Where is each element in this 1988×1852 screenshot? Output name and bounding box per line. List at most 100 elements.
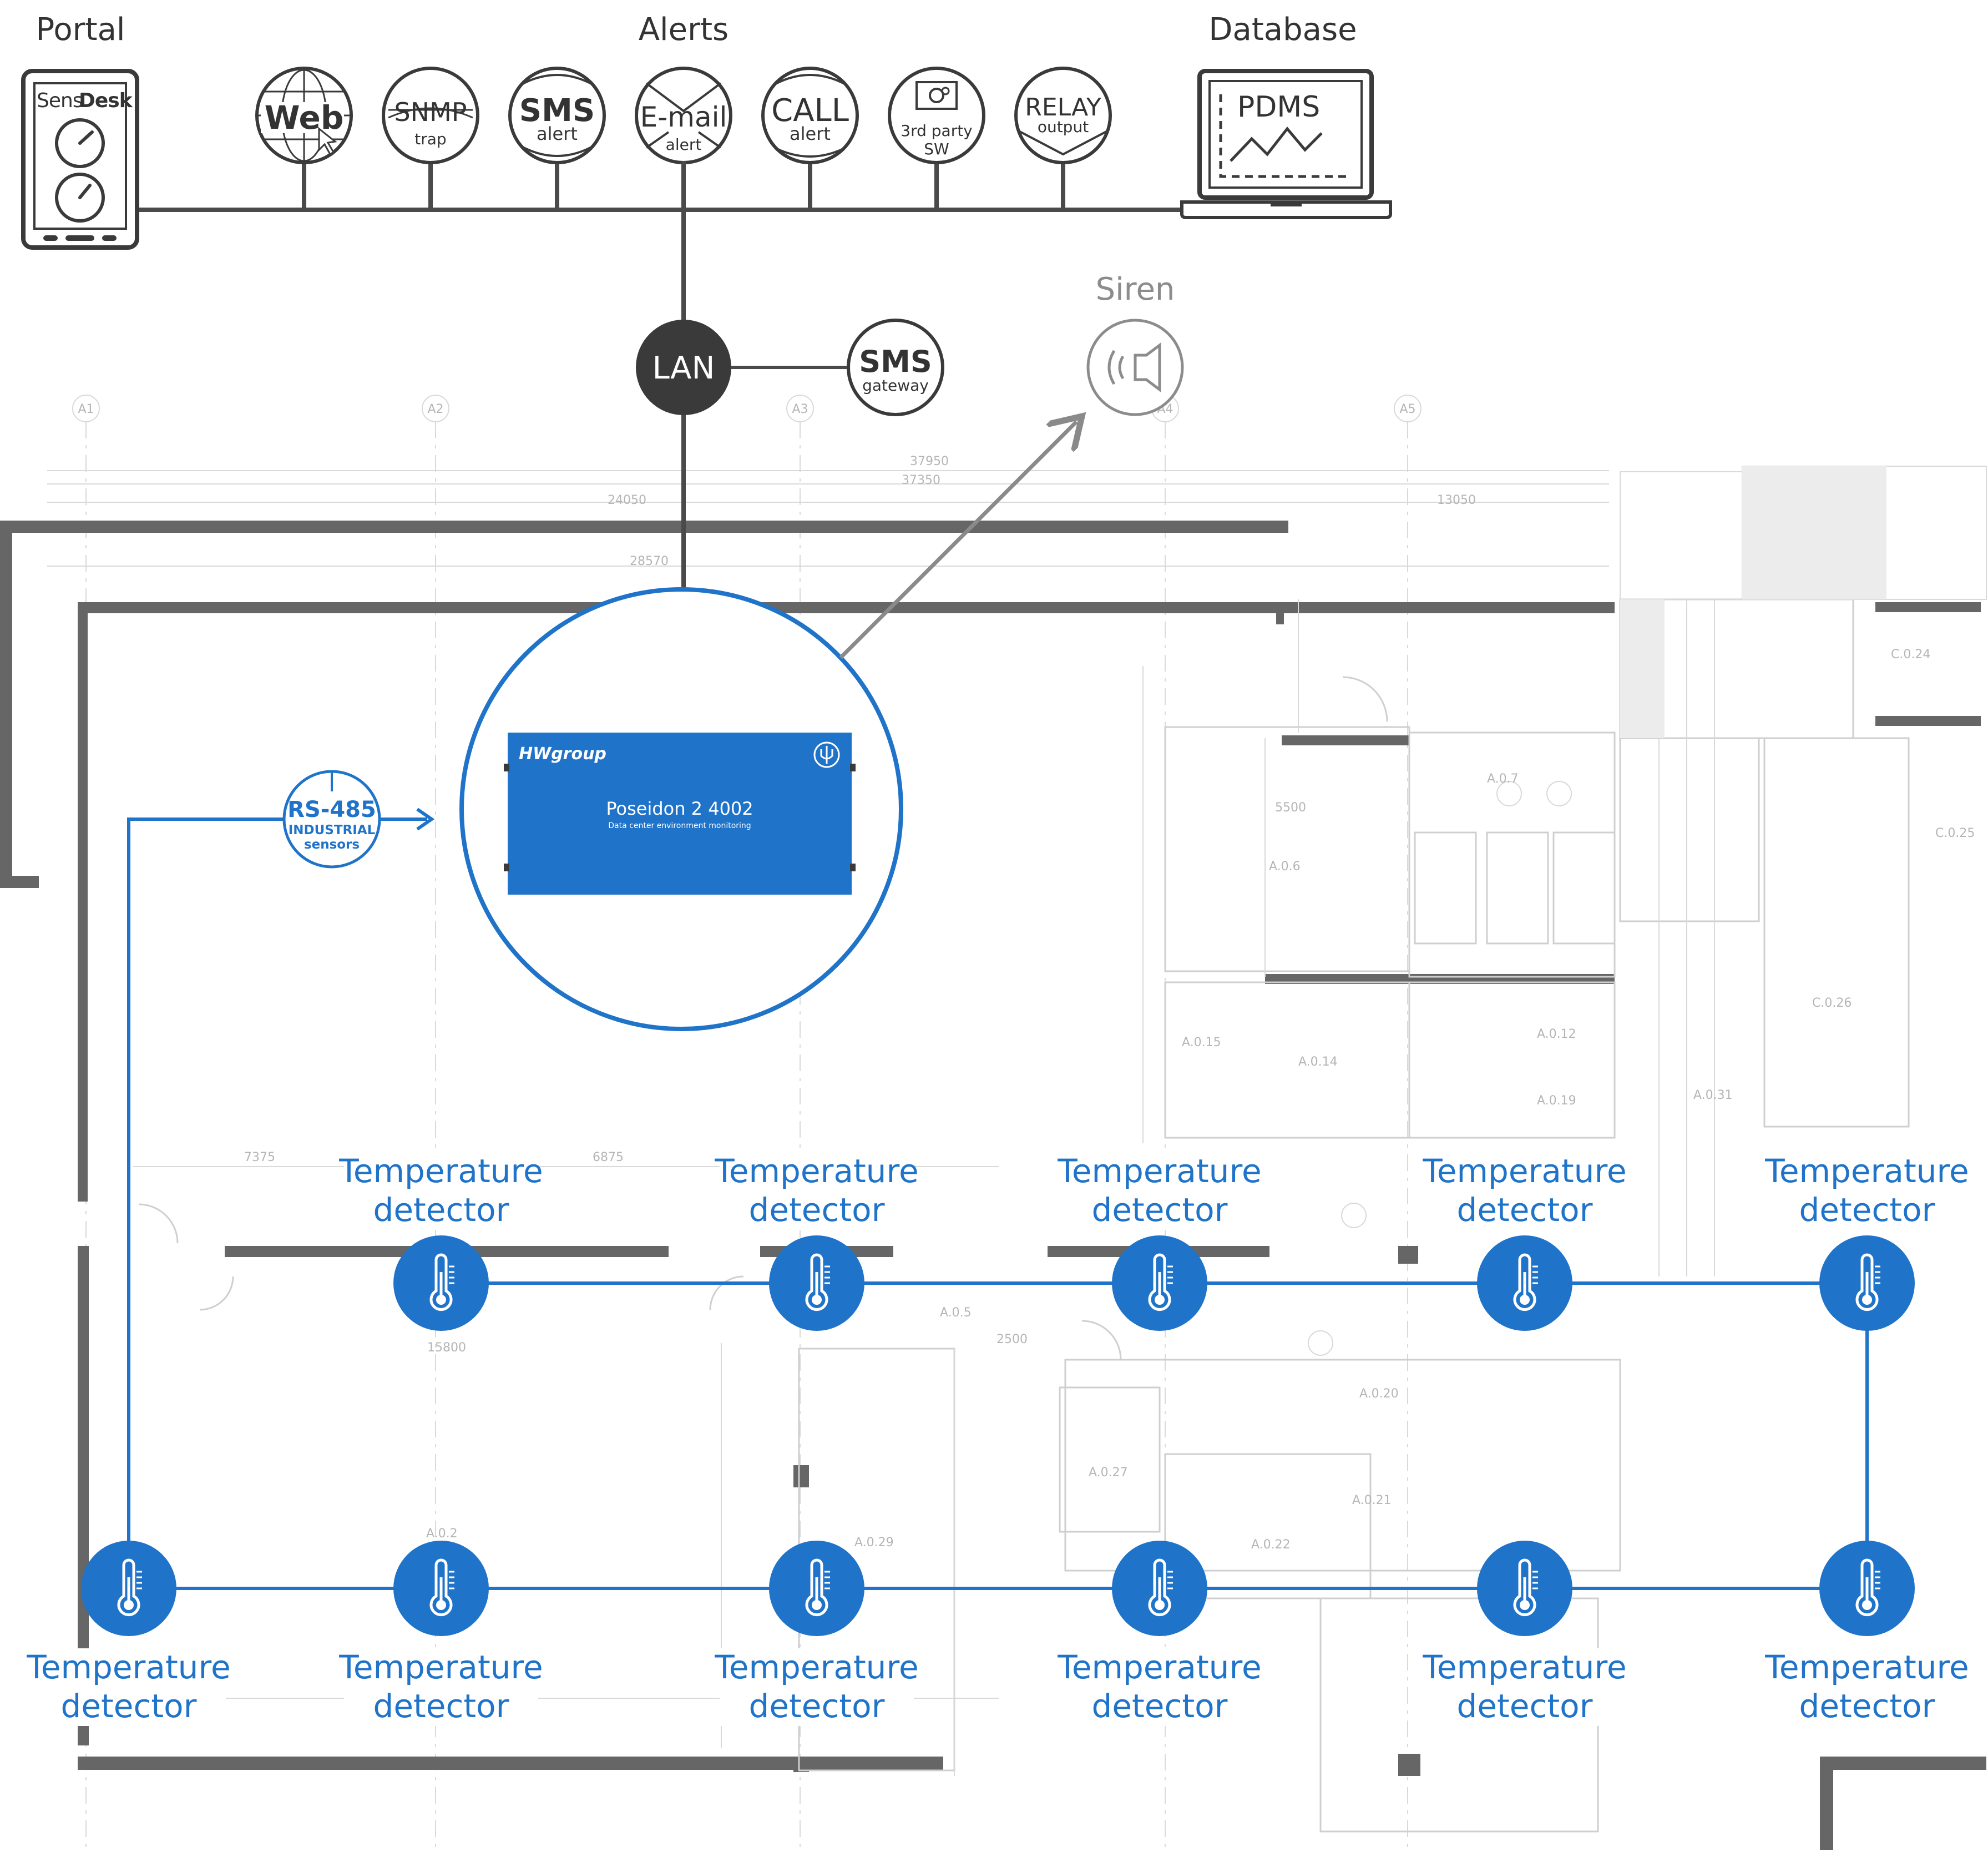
sensdesk-logo-right: Desk: [79, 89, 133, 112]
room-a014: A.0.14: [1298, 1055, 1338, 1069]
alert-3rd-party-sub: SW: [924, 140, 949, 158]
alert-web-label: Web: [265, 99, 344, 137]
alert-call-label: CALL: [771, 93, 849, 129]
envelope-icon: [645, 82, 722, 149]
alert-relay[interactable]: RELAY output: [1014, 67, 1112, 164]
alert-sms-sub: alert: [537, 123, 578, 144]
dim-5500: 5500: [1275, 801, 1306, 815]
detector-label-line1: Temperature: [26, 1648, 230, 1686]
detector-label-line2: detector: [749, 1687, 885, 1725]
room-a021: A.0.21: [1352, 1493, 1392, 1507]
device-model: Poseidon 2 4002: [606, 798, 753, 819]
pdms-label: PDMS: [1237, 90, 1320, 124]
speaker-icon: [1107, 342, 1161, 392]
rs485-badge[interactable]: RS-485 INDUSTRIAL sensors: [282, 770, 381, 869]
alert-snmp-label: SNMP: [394, 97, 467, 127]
alert-call[interactable]: CALL alert: [761, 67, 859, 164]
room-a020: A.0.20: [1359, 1387, 1399, 1401]
thermometer-icon: [1513, 1253, 1538, 1311]
alert-3rd-party[interactable]: 3rd party SW: [888, 67, 985, 164]
dim-37350: 37350: [902, 473, 940, 487]
room-a02: A.0.2: [426, 1527, 458, 1541]
alert-sms[interactable]: SMS alert: [508, 67, 606, 164]
dim-28570: 28570: [630, 554, 669, 568]
dim-37950: 37950: [910, 455, 949, 468]
portal-tablet[interactable]: Sens Desk: [21, 69, 139, 250]
floor-plan: A1 A2 A3 A4 A5 37950 37350 24050 13050 2…: [0, 395, 1987, 1850]
detector-label-line2: detector: [1092, 1191, 1228, 1229]
alert-email-sub: alert: [666, 135, 702, 154]
thermometer-icon: [429, 1558, 454, 1617]
chart-icon: [1219, 94, 1352, 178]
room-a015: A.0.15: [1182, 1036, 1221, 1049]
detector-label-line2: detector: [373, 1687, 509, 1725]
thermometer-icon: [1855, 1558, 1880, 1617]
detectors: TemperaturedetectorTemperaturedetectorTe…: [26, 1152, 1969, 1726]
thermometer-icon: [1148, 1253, 1173, 1311]
room-a019: A.0.19: [1537, 1094, 1576, 1108]
thermometer-icon: [429, 1253, 454, 1311]
rs485-line1: INDUSTRIAL: [289, 823, 376, 837]
dim-2500: 2500: [996, 1333, 1028, 1346]
detector-label-line2: detector: [749, 1191, 885, 1229]
thermometer-icon: [1513, 1558, 1538, 1617]
room-a031: A.0.31: [1693, 1088, 1733, 1102]
walls: [0, 521, 1986, 1850]
relay-icon: [1018, 130, 1108, 156]
sms-gateway[interactable]: SMS gateway: [847, 319, 944, 416]
database-title: Database: [1208, 12, 1357, 48]
room-a012: A.0.12: [1537, 1027, 1576, 1041]
alert-call-sub: alert: [790, 123, 831, 144]
room-a05: A.0.5: [940, 1306, 972, 1320]
detector-label-line2: detector: [1457, 1191, 1593, 1229]
snmp-icon: [388, 107, 473, 119]
detector-label-line1: Temperature: [1422, 1648, 1626, 1686]
dim-24050: 24050: [608, 493, 646, 507]
alert-icons: Web SNMP trap SMS alert: [255, 67, 1112, 210]
room-a027: A.0.27: [1089, 1466, 1128, 1480]
room-a07: A.0.7: [1487, 772, 1519, 786]
alert-email-label: E-mail: [640, 101, 727, 133]
detector-label-line2: detector: [61, 1687, 197, 1725]
rs485-bus: [127, 808, 435, 1588]
alert-web[interactable]: Web: [255, 67, 353, 164]
detector-label-line1: Temperature: [1764, 1648, 1969, 1686]
gear-monitor-icon: [915, 81, 958, 110]
device-tagline: Data center environment monitoring: [608, 821, 751, 830]
grid-label-a2: A2: [427, 402, 443, 416]
detector-label-line2: detector: [1092, 1687, 1228, 1725]
room-labels: A.0.5 A.0.6 A.0.7 A.0.2 A.0.29 A.0.27 A.…: [426, 648, 1975, 1552]
sms-icon: [523, 74, 591, 157]
alert-sms-label: SMS: [519, 93, 595, 129]
lan-node[interactable]: LAN: [636, 320, 731, 415]
room-a029: A.0.29: [854, 1536, 894, 1550]
alerts-title: Alerts: [639, 12, 729, 48]
alert-relay-label: RELAY: [1025, 93, 1101, 122]
siren[interactable]: [1086, 319, 1184, 416]
phone-icon: [776, 74, 844, 158]
hatched-area: [1620, 466, 1886, 738]
grid-label-a1: A1: [78, 402, 94, 416]
thermometer-icon: [1855, 1253, 1880, 1311]
rs485-line2: sensors: [304, 837, 360, 852]
detector-label-line2: detector: [1457, 1687, 1593, 1725]
room-c025: C.0.25: [1935, 826, 1975, 840]
alert-snmp[interactable]: SNMP trap: [382, 67, 479, 164]
thermometer-icon: [1148, 1558, 1173, 1617]
poseidon-device[interactable]: HWgroup Poseidon 2 4002 Data center envi…: [504, 733, 856, 895]
alert-snmp-sub: trap: [414, 130, 446, 148]
alert-email[interactable]: E-mail alert: [635, 67, 732, 164]
database-laptop[interactable]: PDMS: [1180, 69, 1392, 219]
